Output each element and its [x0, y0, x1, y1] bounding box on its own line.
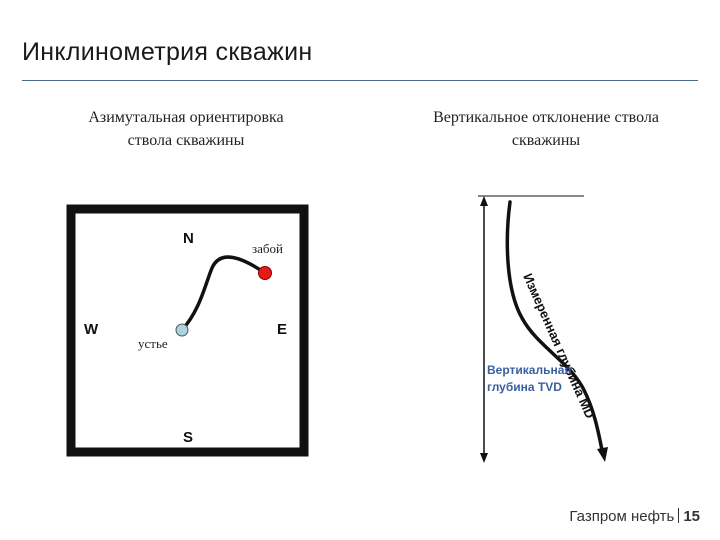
wellhead-label: устье: [138, 336, 168, 351]
tvd-label-line2: глубина TVD: [487, 380, 562, 394]
vertical-profile-diagram: Измеренная глубина MD Вертикальная глуби…: [478, 195, 608, 463]
bottomhole-label: забой: [252, 241, 283, 256]
left-caption: Азимутальная ориентировка ствола скважин…: [88, 109, 284, 149]
slide-title: Инклинометрия скважин: [22, 38, 313, 66]
footer-company: Газпром нефть: [569, 508, 675, 525]
footer-separator: [678, 508, 680, 523]
wellhead-marker: [175, 323, 189, 337]
west-label: W: [84, 321, 99, 338]
md-label: Измеренная глубина MD: [520, 271, 598, 421]
east-label: E: [277, 321, 287, 338]
well-trajectory-plan: [180, 255, 267, 332]
title-divider: [22, 80, 698, 81]
footer: Газпром нефть 15: [569, 508, 700, 525]
north-label: N: [183, 230, 194, 247]
page-number: 15: [683, 508, 700, 525]
azimuth-frame: [66, 204, 309, 457]
tvd-label-line1: Вертикальная: [487, 363, 571, 377]
trajectory-arrow-head: [597, 447, 608, 462]
well-trajectory-profile: [505, 200, 604, 452]
south-label: S: [183, 429, 193, 446]
tvd-arrow-down: [480, 453, 488, 463]
azimuth-diagram: N S W E устье забой: [66, 204, 309, 457]
tvd-arrow-up: [480, 196, 488, 206]
right-caption: Вертикальное отклонение ствола скважины: [433, 109, 659, 149]
bottomhole-marker: [258, 266, 272, 280]
